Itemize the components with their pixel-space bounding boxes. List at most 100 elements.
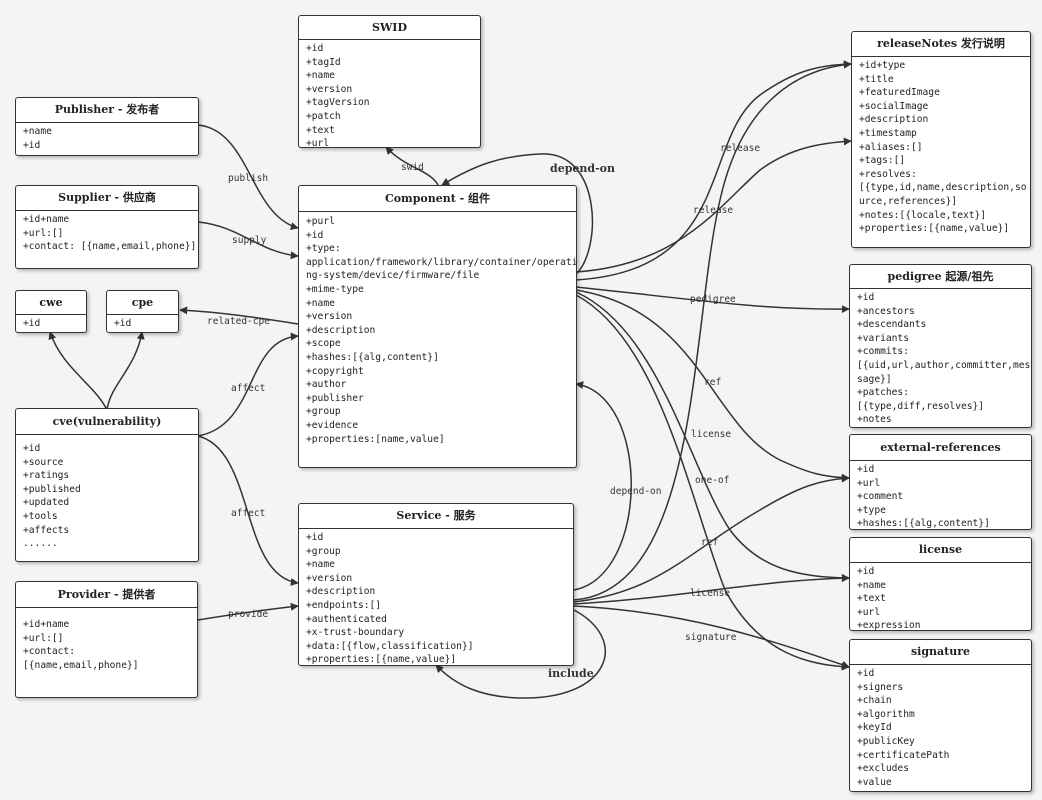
box-component-field: +version	[306, 311, 353, 323]
box-release-notes-field: +timestamp	[859, 127, 917, 139]
box-swid-title: SWID	[299, 16, 480, 40]
box-provider-title: Provider - 提供者	[16, 582, 197, 608]
edge-ref-component	[575, 289, 850, 482]
box-supplier-fields: +id+name+url:[]+contact: [{name,email,ph…	[16, 211, 198, 254]
edge-label-depend-on-mid: depend-on	[610, 486, 661, 497]
box-service-field: +description	[306, 586, 376, 598]
box-signature[interactable]: signature +id+signers+chain+algorithm+ke…	[849, 639, 1032, 792]
box-pedigree-field: +variants	[857, 332, 909, 344]
box-service-field: +authenticated	[306, 613, 387, 625]
box-cve-field: +ratings	[23, 470, 70, 482]
box-external-references-fields: +id+url+comment+type+hashes:[{alg,conten…	[850, 461, 1031, 530]
box-signature-fields: +id+signers+chain+algorithm+keyId+public…	[850, 665, 1031, 789]
box-license-field: +id	[857, 566, 875, 577]
box-service-field: +x-trust-boundary	[306, 627, 405, 639]
box-signature-field: +value	[857, 776, 892, 788]
box-external-references[interactable]: external-references +id+url+comment+type…	[849, 434, 1032, 530]
box-component-field: ng-system/device/firmware/file	[306, 270, 480, 282]
box-supplier[interactable]: Supplier - 供应商 +id+name+url:[]+contact: …	[15, 185, 199, 269]
edge-label-signature: signature	[685, 632, 737, 643]
box-pedigree[interactable]: pedigree 起源/祖先 +id+ancestors+descendants…	[849, 264, 1032, 428]
box-service-field: +group	[306, 545, 341, 557]
box-service-field: +endpoints:[]	[306, 599, 382, 611]
box-component-field: +type:	[306, 243, 341, 255]
box-swid-field: +version	[306, 83, 353, 95]
box-supplier-title: Supplier - 供应商	[16, 186, 198, 211]
box-cwe-fields: +id	[16, 315, 86, 331]
box-swid-field: +id	[306, 43, 324, 54]
box-release-notes-field: +properties:[{name,value}]	[859, 223, 1010, 235]
box-cve[interactable]: cve(vulnerability) +id+source+ratings+pu…	[15, 408, 199, 562]
box-publisher-fields: +name+id	[16, 123, 198, 152]
box-cpe[interactable]: cpe +id	[106, 290, 179, 333]
box-signature-field: +keyId	[857, 722, 892, 734]
box-component[interactable]: Component - 组件 +purl+id+type:application…	[298, 185, 577, 468]
box-release-notes-title: releaseNotes 发行说明	[852, 32, 1030, 57]
edge-label-supply: supply	[232, 235, 267, 246]
box-release-notes-field: urce,references}]	[859, 195, 958, 207]
box-pedigree-field: +descendants	[857, 319, 927, 331]
box-cve-field: +updated	[23, 497, 70, 509]
box-component-field: +hashes:[{alg,content}]	[306, 351, 439, 363]
box-license[interactable]: license +id+name+text+url+expression	[849, 537, 1032, 631]
edge-ref-service	[573, 474, 850, 603]
edge-cve-cpe	[106, 331, 145, 411]
box-service-field: +name	[306, 559, 335, 571]
box-external-references-title: external-references	[850, 435, 1031, 461]
edge-release-service	[573, 60, 852, 601]
box-provider-fields: +id+name+url:[]+contact:[{name,email,pho…	[16, 608, 197, 672]
box-provider-field: +contact:	[23, 646, 75, 658]
box-component-field: +name	[306, 297, 335, 309]
box-signature-field: +algorithm	[857, 708, 915, 720]
box-swid-field: +tagId	[306, 56, 341, 68]
box-external-references-field: +type	[857, 504, 886, 516]
edge-license-component	[575, 291, 850, 582]
box-service-field: +data:[{flow,classification}]	[306, 640, 474, 652]
box-signature-field: +publicKey	[857, 735, 915, 747]
box-provider-field: [{name,email,phone}]	[23, 659, 139, 671]
box-component-field: +mime-type	[306, 283, 364, 295]
edge-label-publish: publish	[228, 173, 268, 184]
box-cwe-field: +id	[23, 318, 41, 329]
box-component-field: +scope	[306, 338, 341, 350]
box-swid-fields: +id+tagId+name+version+tagVersion+patch+…	[299, 40, 480, 147]
box-release-notes-field: +featuredImage	[859, 87, 940, 99]
box-release-notes[interactable]: releaseNotes 发行说明 +id+type+title+feature…	[851, 31, 1031, 248]
box-cpe-field: +id	[114, 318, 132, 329]
edge-publish	[197, 124, 299, 230]
box-provider-field: +id+name	[23, 619, 70, 630]
edge-affect-service	[197, 435, 299, 586]
box-provider[interactable]: Provider - 提供者 +id+name+url:[]+contact:[…	[15, 581, 198, 698]
edge-pedigree	[575, 286, 850, 314]
edge-release-1	[575, 60, 852, 281]
box-service-field: +id	[306, 532, 324, 543]
box-component-field: +id	[306, 229, 324, 241]
box-cve-field: +id	[23, 443, 41, 454]
edge-label-provide: provide	[228, 609, 268, 620]
box-external-references-field: +hashes:[{alg,content}]	[857, 518, 990, 530]
box-swid[interactable]: SWID +id+tagId+name+version+tagVersion+p…	[298, 15, 481, 148]
box-release-notes-field: +notes:[{locale,text}]	[859, 209, 987, 221]
box-external-references-field: +comment	[857, 491, 904, 503]
box-publisher-field: +id	[23, 139, 41, 151]
box-pedigree-field: +commits:	[857, 346, 909, 358]
box-cve-fields: +id+source+ratings+published+updated+too…	[16, 435, 198, 551]
box-signature-field: +id	[857, 668, 875, 679]
edge-label-ref-component: ref	[704, 377, 721, 388]
box-release-notes-field: +id+type	[859, 60, 906, 71]
edge-provide	[197, 602, 299, 621]
box-service-fields: +id+group+name+version+description+endpo…	[299, 529, 573, 665]
edge-label-pedigree: pedigree	[690, 294, 736, 305]
box-external-references-field: +id	[857, 464, 875, 475]
box-cwe[interactable]: cwe +id	[15, 290, 87, 333]
box-cve-field: +source	[23, 456, 64, 468]
box-publisher[interactable]: Publisher - 发布者 +name+id	[15, 97, 199, 156]
box-service[interactable]: Service - 服务 +id+group+name+version+desc…	[298, 503, 574, 666]
box-pedigree-title: pedigree 起源/祖先	[850, 265, 1031, 289]
box-release-notes-field: +description	[859, 114, 929, 126]
box-supplier-field: +url:[]	[23, 227, 64, 239]
box-publisher-title: Publisher - 发布者	[16, 98, 198, 123]
box-swid-field: +text	[306, 124, 335, 136]
edge-label-related-cpe: related-cpe	[207, 316, 270, 327]
